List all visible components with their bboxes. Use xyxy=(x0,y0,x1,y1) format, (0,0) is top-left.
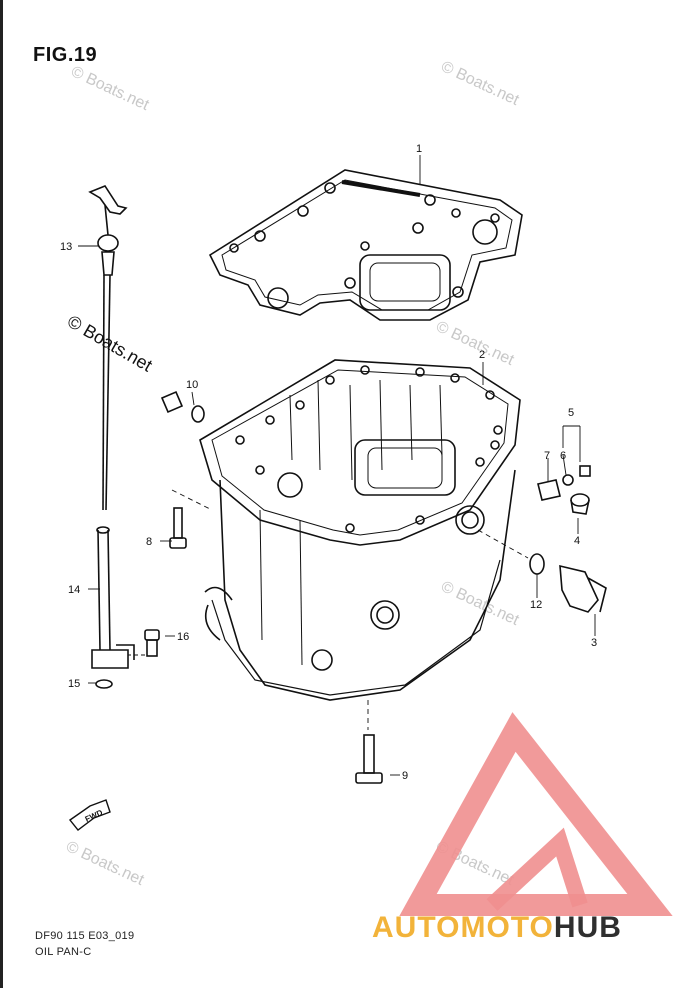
figure-code: DF90 115 E03_019 xyxy=(35,930,135,942)
callout-6: 6 xyxy=(560,450,566,462)
dipstick-part-13 xyxy=(88,185,128,511)
callout-10: 10 xyxy=(186,379,198,391)
oil-pan-part-2 xyxy=(199,359,521,701)
watermark-text: © Boats.net xyxy=(438,58,522,109)
bolt-part-16 xyxy=(144,629,160,657)
callout-8: 8 xyxy=(146,536,152,548)
plug-part-10 xyxy=(160,390,205,423)
plug-part-6 xyxy=(562,465,591,486)
automotohub-logo: AUTOMOTOHUB xyxy=(372,712,673,944)
callout-9: 9 xyxy=(402,770,408,782)
left-border xyxy=(0,0,3,988)
plug-part-4 xyxy=(570,493,590,515)
bolt-part-8 xyxy=(169,507,187,549)
drain-plug-part-3 xyxy=(559,564,607,613)
svg-text:AUTOMOTOHUB: AUTOMOTOHUB xyxy=(372,911,622,944)
watermark-text: © Boats.net xyxy=(433,318,517,369)
plug-part-7 xyxy=(537,479,561,501)
callout-7: 7 xyxy=(544,450,550,462)
guide-tube-part-14 xyxy=(91,526,135,669)
figure-title: FIG.19 xyxy=(33,44,98,66)
logo-brand-hub: HUB xyxy=(554,911,622,944)
callout-15: 15 xyxy=(68,678,80,690)
callout-5: 5 xyxy=(568,407,574,419)
watermark-text: © Boats.net xyxy=(438,578,522,629)
watermark-text: © Boats.net xyxy=(68,63,152,114)
callout-labels: 1 2 3 4 5 6 7 8 9 10 12 13 14 15 16 xyxy=(60,143,597,782)
callout-2: 2 xyxy=(479,349,485,361)
bolt-part-9 xyxy=(355,734,383,784)
callout-4: 4 xyxy=(574,535,580,547)
callout-12: 12 xyxy=(530,599,542,611)
callout-3: 3 xyxy=(591,637,597,649)
logo-brand-auto: AUTOMOTO xyxy=(372,911,554,944)
callout-1: 1 xyxy=(416,143,422,155)
watermark-text: © Boats.net xyxy=(63,838,147,889)
leader-lines xyxy=(78,155,596,776)
gasket-part-12 xyxy=(529,553,545,575)
callout-16: 16 xyxy=(177,631,189,643)
fwd-arrow-icon: FWD xyxy=(68,799,111,831)
figure-name: OIL PAN-C xyxy=(35,946,92,958)
callout-13: 13 xyxy=(60,241,72,253)
gasket-part-1 xyxy=(208,169,523,321)
o-ring-part-15 xyxy=(95,679,113,689)
callout-14: 14 xyxy=(68,584,80,596)
